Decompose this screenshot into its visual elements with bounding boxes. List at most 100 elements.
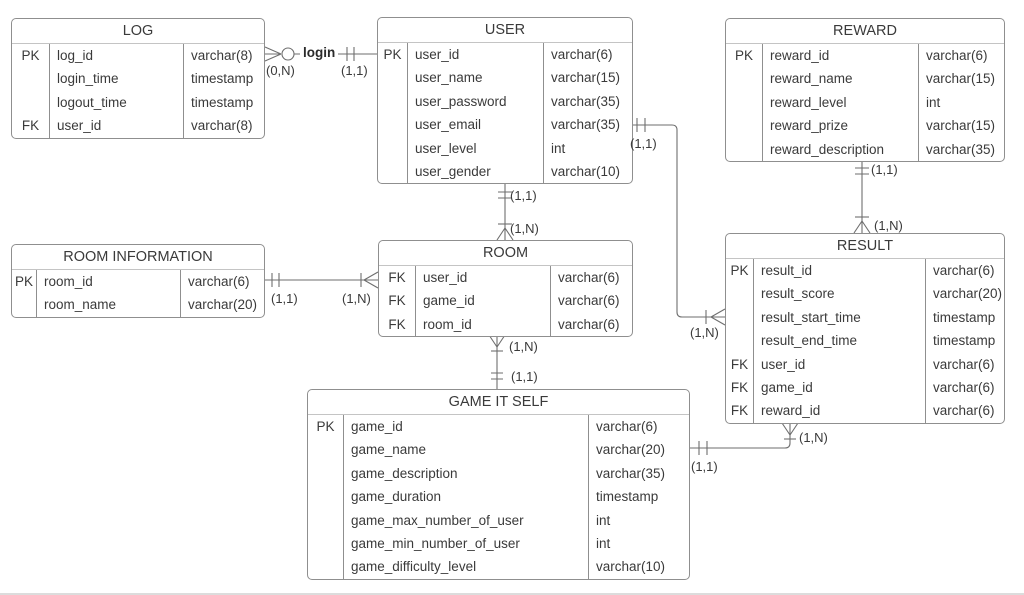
relationship-reward-result[interactable] [853, 160, 871, 234]
attribute-name-cell: user_id [416, 266, 551, 290]
attribute-name-cell: user_email [408, 113, 544, 137]
attribute-type-cell: int [596, 535, 611, 551]
key-cell [12, 293, 37, 317]
attribute-name-cell: room_name [37, 293, 181, 317]
cardinality-label: (1,1) [510, 188, 537, 203]
cardinality-label: (1,1) [630, 136, 657, 151]
relationship-room-game[interactable] [488, 334, 506, 389]
attribute-type-cell: varchar(6) [188, 274, 250, 289]
attribute-name-cell: room_id [37, 270, 181, 294]
entity-table-user[interactable]: USER PK user_id varchar(6) user_name var… [377, 17, 633, 185]
key-cell: FK [379, 289, 416, 313]
entity-table-room[interactable]: ROOM FK user_id varchar(6) FK game_id va… [378, 240, 633, 338]
key-cell: PK [378, 43, 408, 67]
relationship-game-result[interactable] [690, 422, 799, 455]
attribute-type-cell: varchar(8) [191, 48, 253, 63]
table-row: game_description varchar(35) [308, 461, 689, 486]
entity-table-reward[interactable]: REWARD PK reward_id varchar(6) reward_na… [725, 18, 1005, 162]
entity-table-result[interactable]: RESULT PK result_id varchar(6) result_sc… [725, 233, 1005, 424]
key-cell [308, 485, 344, 509]
table-row: PK reward_id varchar(6) [726, 44, 1004, 68]
key-cell [378, 89, 408, 114]
table-row: user_level int [378, 136, 632, 160]
table-row: FK reward_id varchar(6) [726, 399, 1004, 423]
table-row: PK result_id varchar(6) [726, 259, 1004, 283]
key-cell [308, 461, 344, 486]
table-row: reward_description varchar(35) [726, 137, 1004, 161]
table-title: ROOM INFORMATION [12, 245, 264, 270]
attribute-name-cell: login_time [50, 67, 184, 91]
wire [633, 124, 725, 318]
relationship-user-result[interactable] [633, 118, 726, 326]
key-cell [726, 137, 763, 161]
crowfoot-zero-many-icon [264, 46, 282, 62]
attribute-type-cell: varchar(6) [933, 379, 995, 395]
entity-table-room-information[interactable]: ROOM INFORMATION PK room_id varchar(6) r… [11, 244, 265, 318]
attribute-name-cell: user_id [408, 43, 544, 67]
attribute-name-cell: user_password [408, 89, 544, 114]
crowfoot-many-icon [710, 308, 726, 326]
attribute-name-cell: game_duration [344, 485, 589, 509]
attribute-type-cell: varchar(35) [551, 117, 621, 133]
table-title: GAME IT SELF [308, 390, 689, 415]
attribute-name-cell: game_description [344, 461, 589, 486]
attribute-name-cell: result_score [754, 282, 926, 306]
table-row: login_time timestamp [12, 67, 264, 91]
cardinality-label: (1,N) [342, 291, 371, 306]
one-one-ticks-icon [855, 167, 869, 175]
cardinality-label: (1,1) [691, 459, 718, 474]
attribute-type-cell: varchar(35) [551, 93, 621, 109]
cardinality-label: (1,N) [874, 218, 903, 233]
one-one-ticks-icon [271, 273, 280, 287]
table-row: user_gender varchar(10) [378, 159, 632, 184]
table-row: game_difficulty_level varchar(10) [308, 555, 689, 579]
table-row: reward_prize varchar(15) [726, 114, 1004, 138]
table-row: result_score varchar(20) [726, 282, 1004, 306]
attribute-name-cell: reward_id [763, 44, 919, 68]
entity-table-log[interactable]: LOG PK log_id varchar(8) login_time time… [11, 18, 265, 139]
attribute-name-cell: user_level [408, 136, 544, 160]
relationship-roominfo-room[interactable] [265, 271, 379, 289]
cardinality-label: (1,N) [690, 325, 719, 340]
relationship-name-login: login [300, 45, 339, 60]
attribute-type-cell: varchar(6) [558, 270, 620, 285]
cardinality-label: (1,1) [271, 291, 298, 306]
attribute-type-cell: timestamp [596, 489, 659, 505]
key-cell [726, 114, 763, 138]
one-one-ticks-icon [491, 372, 503, 380]
attribute-name-cell: game_id [754, 375, 926, 400]
attribute-type-cell: varchar(8) [191, 118, 253, 134]
key-cell [378, 136, 408, 160]
attribute-name-cell: user_gender [408, 159, 544, 184]
cardinality-label: (1,N) [510, 221, 539, 236]
key-cell [308, 555, 344, 579]
cardinality-label: (1,N) [799, 430, 828, 445]
relationship-user-room[interactable] [496, 183, 514, 241]
key-cell: FK [726, 399, 754, 423]
table-row: game_max_number_of_user int [308, 508, 689, 532]
attribute-type-cell: varchar(35) [926, 141, 996, 157]
table-row: room_name varchar(20) [12, 293, 264, 317]
attribute-type-cell: varchar(20) [596, 442, 666, 458]
attribute-type-cell: int [551, 140, 566, 156]
table-title: ROOM [379, 241, 632, 266]
attribute-type-cell: int [596, 512, 611, 528]
attribute-type-cell: varchar(6) [933, 263, 995, 278]
table-row: PK log_id varchar(8) [12, 44, 264, 68]
table-row: user_password varchar(35) [378, 89, 632, 114]
crowfoot-many-icon [496, 227, 514, 241]
attribute-type-cell: varchar(15) [926, 118, 996, 134]
attribute-type-cell: varchar(35) [596, 465, 666, 481]
table-row: FK user_id varchar(6) [726, 352, 1004, 376]
key-cell: PK [308, 415, 344, 439]
attribute-type-cell: timestamp [933, 333, 996, 349]
entity-table-game-it-self[interactable]: GAME IT SELF PK game_id varchar(6) game_… [307, 389, 690, 580]
table-row: result_start_time timestamp [726, 305, 1004, 330]
crowfoot-many-icon [853, 220, 871, 234]
attribute-type-cell: varchar(6) [551, 47, 613, 62]
attribute-type-cell: varchar(6) [558, 316, 620, 332]
cardinality-label: (1,N) [509, 339, 538, 354]
key-cell [378, 159, 408, 184]
